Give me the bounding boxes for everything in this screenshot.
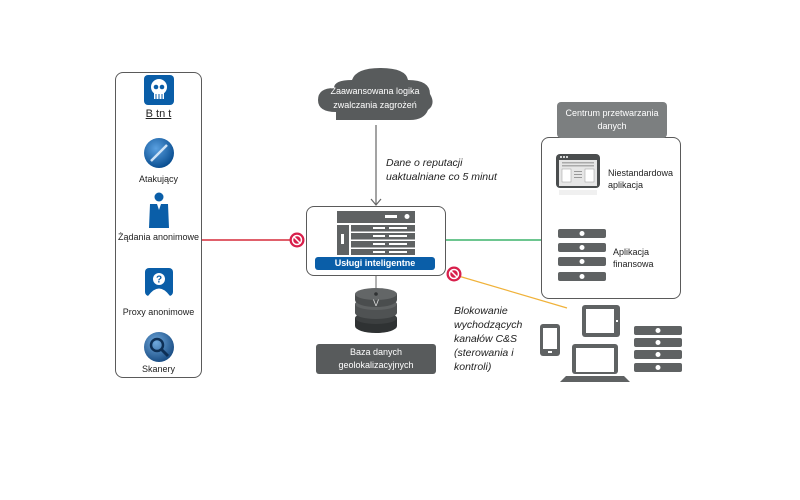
database-icon: V [355,288,397,333]
threat-label-scanners: Skanery [141,364,176,374]
finance-app-line-1: Aplikacja [613,247,650,257]
cloud-label: Zaawansowana logika zwalczania zagrożeń [310,84,440,112]
services-label: Usługi inteligentne [315,257,435,270]
cloud-line-1: Zaawansowana logika [330,86,420,96]
threat-label-anonymous-proxy: Proxy anonimowe [122,307,195,317]
threat-label-attacker: Atakujący [138,174,179,184]
attacker-icon [143,138,174,168]
svg-text:?: ? [155,275,161,286]
cc-block-line-2: wychodzących [454,319,523,331]
cc-block-line-4: (sterowania i [454,347,514,359]
cc-block-note: Blokowanie wychodzących kanałów C&S (ste… [454,304,522,374]
server-rack-icon [337,211,415,255]
cc-block-line-1: Blokowanie [454,305,508,317]
question-person-icon: ? [144,268,173,296]
datacenter-title-line-2: danych [597,121,627,131]
datacenter-title-line-1: Centrum przetwarzania [565,108,659,118]
svg-text:V: V [373,298,379,308]
server-stack-icon [558,229,606,281]
magnifier-icon [143,332,174,362]
database-line-2: geolokalizacyjnych [338,360,414,370]
browser-window-icon [556,154,600,195]
threat-item-botnet: B tn t [115,74,202,120]
database-line-1: Baza danych [349,347,403,357]
threat-label-botnet: B tn t [145,108,172,120]
threat-item-anonymous-requests: Żądania anonimowe [110,192,207,242]
block-icon-inbound [289,232,305,248]
custom-app-line-2: aplikacja [608,180,644,190]
reputation-line-2: uaktualniane co 5 minut [386,171,497,183]
reputation-arrow-head [370,198,382,206]
threat-label-anonymous-requests: Żądania anonimowe [117,232,200,242]
tablet-icon [582,305,620,337]
threat-item-scanners: Skanery [115,330,202,374]
threat-item-anonymous-proxy: ? Proxy anonimowe [115,267,202,317]
anonymous-person-icon [148,192,169,228]
cc-block-line-5: kontroli) [454,361,492,373]
custom-app-line-1: Niestandardowa [608,168,674,178]
endpoint-devices [540,305,682,382]
endpoint-server-icon [634,326,682,372]
threat-logic-cloud [318,68,433,120]
reputation-note: Dane o reputacji uaktualniane co 5 minut [386,156,497,184]
cc-line [454,274,568,309]
custom-app-label: Niestandardowa aplikacja [608,167,673,191]
cc-block-line-3: kanałów C&S [454,333,518,345]
phone-icon [540,324,560,356]
intelligent-services-panel: Usługi inteligentne [306,206,446,276]
block-icon-outbound [446,266,462,282]
datacenter-title: Centrum przetwarzania danych [557,102,667,138]
finance-app-label: Aplikacja finansowa [613,246,654,270]
threat-item-attacker: Atakujący [115,136,202,184]
finance-app-line-2: finansowa [613,259,654,269]
laptop-icon [560,344,630,382]
cloud-line-2: zwalczania zagrożeń [333,100,417,110]
database-label: Baza danych geolokalizacyjnych [316,344,436,374]
reputation-line-1: Dane o reputacji [386,157,463,169]
skull-icon [143,75,174,105]
